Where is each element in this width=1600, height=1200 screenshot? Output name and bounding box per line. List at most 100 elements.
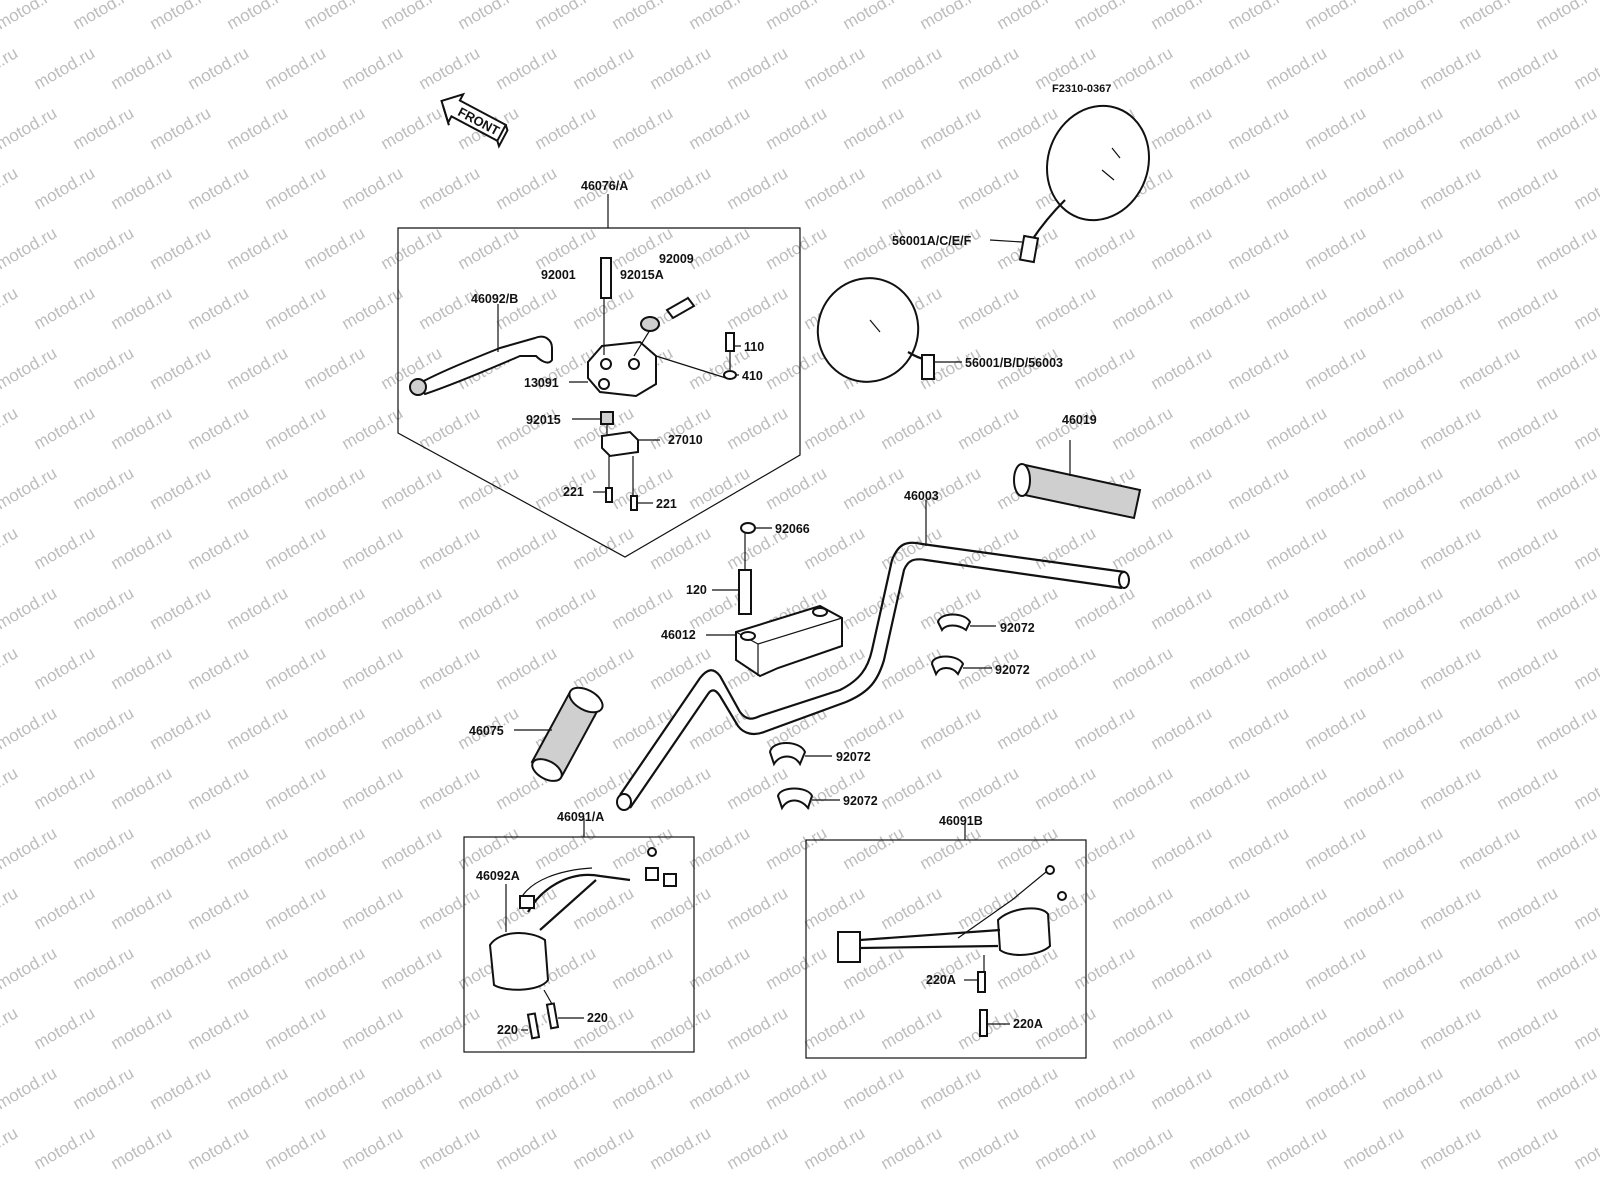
- watermark-text: motod.ru: [724, 163, 792, 213]
- watermark-text: motod.ru: [1456, 583, 1524, 633]
- watermark-text: motod.ru: [70, 943, 138, 993]
- watermark-text: motod.ru: [1032, 403, 1100, 453]
- label-410: 410: [742, 369, 763, 383]
- watermark-text: motod.ru: [1533, 823, 1600, 873]
- watermark-text: motod.ru: [31, 643, 99, 693]
- watermark-text: motod.ru: [647, 523, 715, 573]
- watermark-text: motod.ru: [878, 43, 946, 93]
- watermark-text: motod.ru: [1379, 343, 1447, 393]
- watermark-text: motod.ru: [416, 403, 484, 453]
- watermark-text: motod.ru: [0, 283, 21, 333]
- watermark-text: motod.ru: [262, 1003, 330, 1053]
- watermark-text: motod.ru: [1494, 163, 1562, 213]
- watermark-text: motod.ru: [570, 43, 638, 93]
- watermark-text: motod.ru: [1456, 343, 1524, 393]
- watermark-text: motod.ru: [955, 283, 1023, 333]
- watermark-text: motod.ru: [1494, 43, 1562, 93]
- watermark-text: motod.ru: [1533, 703, 1600, 753]
- watermark-text: motod.ru: [801, 163, 869, 213]
- watermark-text: motod.ru: [262, 403, 330, 453]
- watermark-text: motod.ru: [1456, 103, 1524, 153]
- watermark-text: motod.ru: [262, 643, 330, 693]
- watermark-text: motod.ru: [1186, 1003, 1254, 1053]
- watermark-text: motod.ru: [1533, 463, 1600, 513]
- watermark-text: motod.ru: [301, 583, 369, 633]
- watermark-text: motod.ru: [1379, 223, 1447, 273]
- watermark-text: motod.ru: [878, 163, 946, 213]
- watermark-text: motod.ru: [455, 0, 523, 33]
- watermark-text: motod.ru: [1109, 1003, 1177, 1053]
- watermark-text: motod.ru: [1571, 883, 1600, 933]
- watermark-text: motod.ru: [262, 43, 330, 93]
- label-46091A: 46091/A: [557, 810, 604, 824]
- watermark-text: motod.ru: [147, 223, 215, 273]
- watermark-text: motod.ru: [801, 1123, 869, 1173]
- watermark-text: motod.ru: [147, 943, 215, 993]
- watermark-text: motod.ru: [455, 583, 523, 633]
- watermark-text: motod.ru: [840, 703, 908, 753]
- watermark-text: motod.ru: [1071, 223, 1139, 273]
- mirror-right: [816, 277, 962, 383]
- watermark-text: motod.ru: [378, 823, 446, 873]
- watermark-text: motod.ru: [70, 823, 138, 873]
- watermark-text: motod.ru: [1533, 1063, 1600, 1113]
- watermark-text: motod.ru: [0, 223, 60, 273]
- label-46092B: 46092/B: [471, 292, 518, 306]
- watermark-text: motod.ru: [724, 283, 792, 333]
- watermark-text: motod.ru: [339, 283, 407, 333]
- watermark-text: motod.ru: [1417, 1123, 1485, 1173]
- throttle-grip: [1013, 440, 1142, 520]
- watermark-text: motod.ru: [493, 643, 561, 693]
- watermark-text: motod.ru: [917, 823, 985, 873]
- watermark-text: motod.ru: [416, 43, 484, 93]
- watermark-text: motod.ru: [1494, 763, 1562, 813]
- watermark-text: motod.ru: [686, 223, 754, 273]
- watermark-text: motod.ru: [301, 703, 369, 753]
- watermark-text: motod.ru: [1032, 643, 1100, 693]
- watermark-text: motod.ru: [70, 703, 138, 753]
- watermark-text: motod.ru: [1379, 1063, 1447, 1113]
- watermark-text: motod.ru: [1379, 583, 1447, 633]
- watermark-text: motod.ru: [1456, 823, 1524, 873]
- watermark-text: motod.ru: [185, 643, 253, 693]
- watermark-text: motod.ru: [1456, 223, 1524, 273]
- watermark-text: motod.ru: [1340, 283, 1408, 333]
- label-92015A: 92015A: [620, 268, 664, 282]
- watermark-text: motod.ru: [1032, 1123, 1100, 1173]
- watermark-text: motod.ru: [301, 0, 369, 33]
- watermark-text: motod.ru: [1494, 1003, 1562, 1053]
- watermark-text: motod.ru: [1225, 823, 1293, 873]
- watermark-text: motod.ru: [686, 103, 754, 153]
- screw-221a: [605, 487, 613, 503]
- watermark-text: motod.ru: [262, 283, 330, 333]
- watermark-text: motod.ru: [416, 763, 484, 813]
- watermark-text: motod.ru: [1148, 463, 1216, 513]
- watermark-text: motod.ru: [570, 1123, 638, 1173]
- watermark-text: motod.ru: [0, 943, 60, 993]
- watermark-text: motod.ru: [917, 103, 985, 153]
- watermark-text: motod.ru: [262, 523, 330, 573]
- watermark-text: motod.ru: [763, 823, 831, 873]
- watermark-text: motod.ru: [763, 343, 831, 393]
- watermark-text: motod.ru: [1302, 103, 1370, 153]
- watermark-text: motod.ru: [185, 163, 253, 213]
- label-92015: 92015: [526, 413, 561, 427]
- watermark-text: motod.ru: [1186, 883, 1254, 933]
- watermark-text: motod.ru: [1379, 943, 1447, 993]
- watermark-text: motod.ru: [1263, 283, 1331, 333]
- label-13091: 13091: [524, 376, 559, 390]
- watermark-text: motod.ru: [686, 0, 754, 33]
- mirror-left: [989, 104, 1151, 264]
- watermark-text: motod.ru: [1571, 523, 1600, 573]
- watermark-text: motod.ru: [1417, 283, 1485, 333]
- watermark-text: motod.ru: [1302, 463, 1370, 513]
- watermark-text: motod.ru: [1456, 703, 1524, 753]
- label-92072c: 92072: [836, 750, 871, 764]
- watermark-text: motod.ru: [1417, 163, 1485, 213]
- watermark-text: motod.ru: [686, 943, 754, 993]
- watermark-text: motod.ru: [1263, 43, 1331, 93]
- watermark-text: motod.ru: [1186, 763, 1254, 813]
- watermark-text: motod.ru: [1417, 883, 1485, 933]
